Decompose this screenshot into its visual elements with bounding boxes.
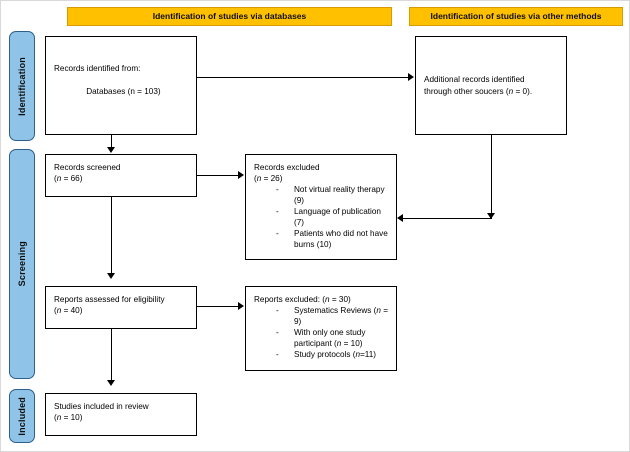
reports-assessed-line1: Reports assessed for eligibility — [54, 295, 165, 304]
records-excluded-reason: Not virtual reality therapy (9) — [276, 184, 388, 206]
arrowhead-identified-to-screened — [107, 147, 115, 153]
node-reports-excluded: Reports excluded: (n = 30) Systematics R… — [245, 286, 397, 371]
connector-additional-to-excluded — [403, 218, 491, 219]
stage-tab-identification: Identification — [9, 31, 35, 141]
stage-tab-included: Included — [9, 389, 35, 443]
node-reports-assessed: Reports assessed for eligibility (n = 40… — [45, 286, 197, 329]
node-records-screened: Records screened (n = 66) — [45, 154, 197, 197]
reports-excluded-reason-list: Systematics Reviews (n = 9) With only on… — [254, 305, 388, 360]
additional-records-line2: through other soucers (n = 0). — [424, 86, 533, 96]
reports-excluded-reason: Systematics Reviews (n = 9) — [276, 305, 388, 327]
arrowhead-assessed-to-reports-excluded — [238, 302, 244, 310]
records-identified-line1: Records identified from: — [54, 64, 141, 74]
reports-excluded-line1: Reports excluded: (n = 30) — [254, 295, 351, 304]
reports-assessed-line2: (n = 40) — [54, 306, 83, 316]
records-excluded-reason-list: Not virtual reality therapy (9) Language… — [254, 184, 388, 250]
node-studies-included: Studies included in review (n = 10) — [45, 393, 197, 436]
records-excluded-line1: Records excluded — [254, 163, 320, 172]
arrowhead-additional-down — [487, 213, 495, 219]
studies-included-line1: Studies included in review — [54, 402, 149, 411]
node-records-identified: Records identified from: Databases (n = … — [45, 36, 197, 135]
connector-identified-to-screened — [111, 135, 112, 148]
node-records-excluded: Records excluded (n = 26) Not virtual re… — [245, 154, 397, 260]
stage-tab-screening: Screening — [9, 149, 35, 379]
studies-included-line2: (n = 10) — [54, 413, 83, 423]
arrowhead-additional-to-excluded — [397, 214, 403, 222]
connector-additional-down — [491, 135, 492, 219]
arrowhead-screened-to-assessed — [107, 273, 115, 279]
connector-screened-to-excluded — [197, 175, 239, 176]
node-additional-records: Additional records identified through ot… — [415, 36, 567, 135]
records-excluded-reason: Patients who did not have burns (10) — [276, 228, 388, 250]
records-screened-line1: Records screened — [54, 163, 121, 172]
records-screened-line2: (n = 66) — [54, 174, 83, 184]
arrowhead-assessed-to-included — [107, 380, 115, 386]
stage-tab-screening-label: Screening — [17, 241, 27, 287]
connector-assessed-to-included — [111, 329, 112, 381]
banner-identification-other-methods: Identification of studies via other meth… — [409, 7, 623, 26]
additional-records-line1: Additional records identified — [424, 75, 525, 85]
arrowhead-screened-to-excluded — [238, 171, 244, 179]
banner-other-methods-label: Identification of studies via other meth… — [430, 10, 602, 21]
records-identified-line2: Databases (n = 103) — [86, 86, 161, 96]
reports-excluded-reason: With only one study participant (n = 10) — [276, 327, 388, 349]
banner-identification-databases: Identification of studies via databases — [67, 7, 392, 26]
records-excluded-reason: Language of publication (7) — [276, 206, 388, 228]
connector-identified-to-additional — [197, 77, 409, 78]
reports-excluded-reason: Study protocols (n=11) — [276, 349, 388, 360]
connector-screened-to-assessed — [111, 197, 112, 274]
arrowhead-identified-to-additional — [408, 73, 414, 81]
stage-tab-identification-label: Identification — [17, 56, 27, 116]
stage-tab-included-label: Included — [17, 396, 27, 436]
records-excluded-line2: (n = 26) — [254, 174, 283, 184]
connector-assessed-to-reports-excluded — [197, 306, 239, 307]
banner-databases-label: Identification of studies via databases — [152, 10, 307, 21]
